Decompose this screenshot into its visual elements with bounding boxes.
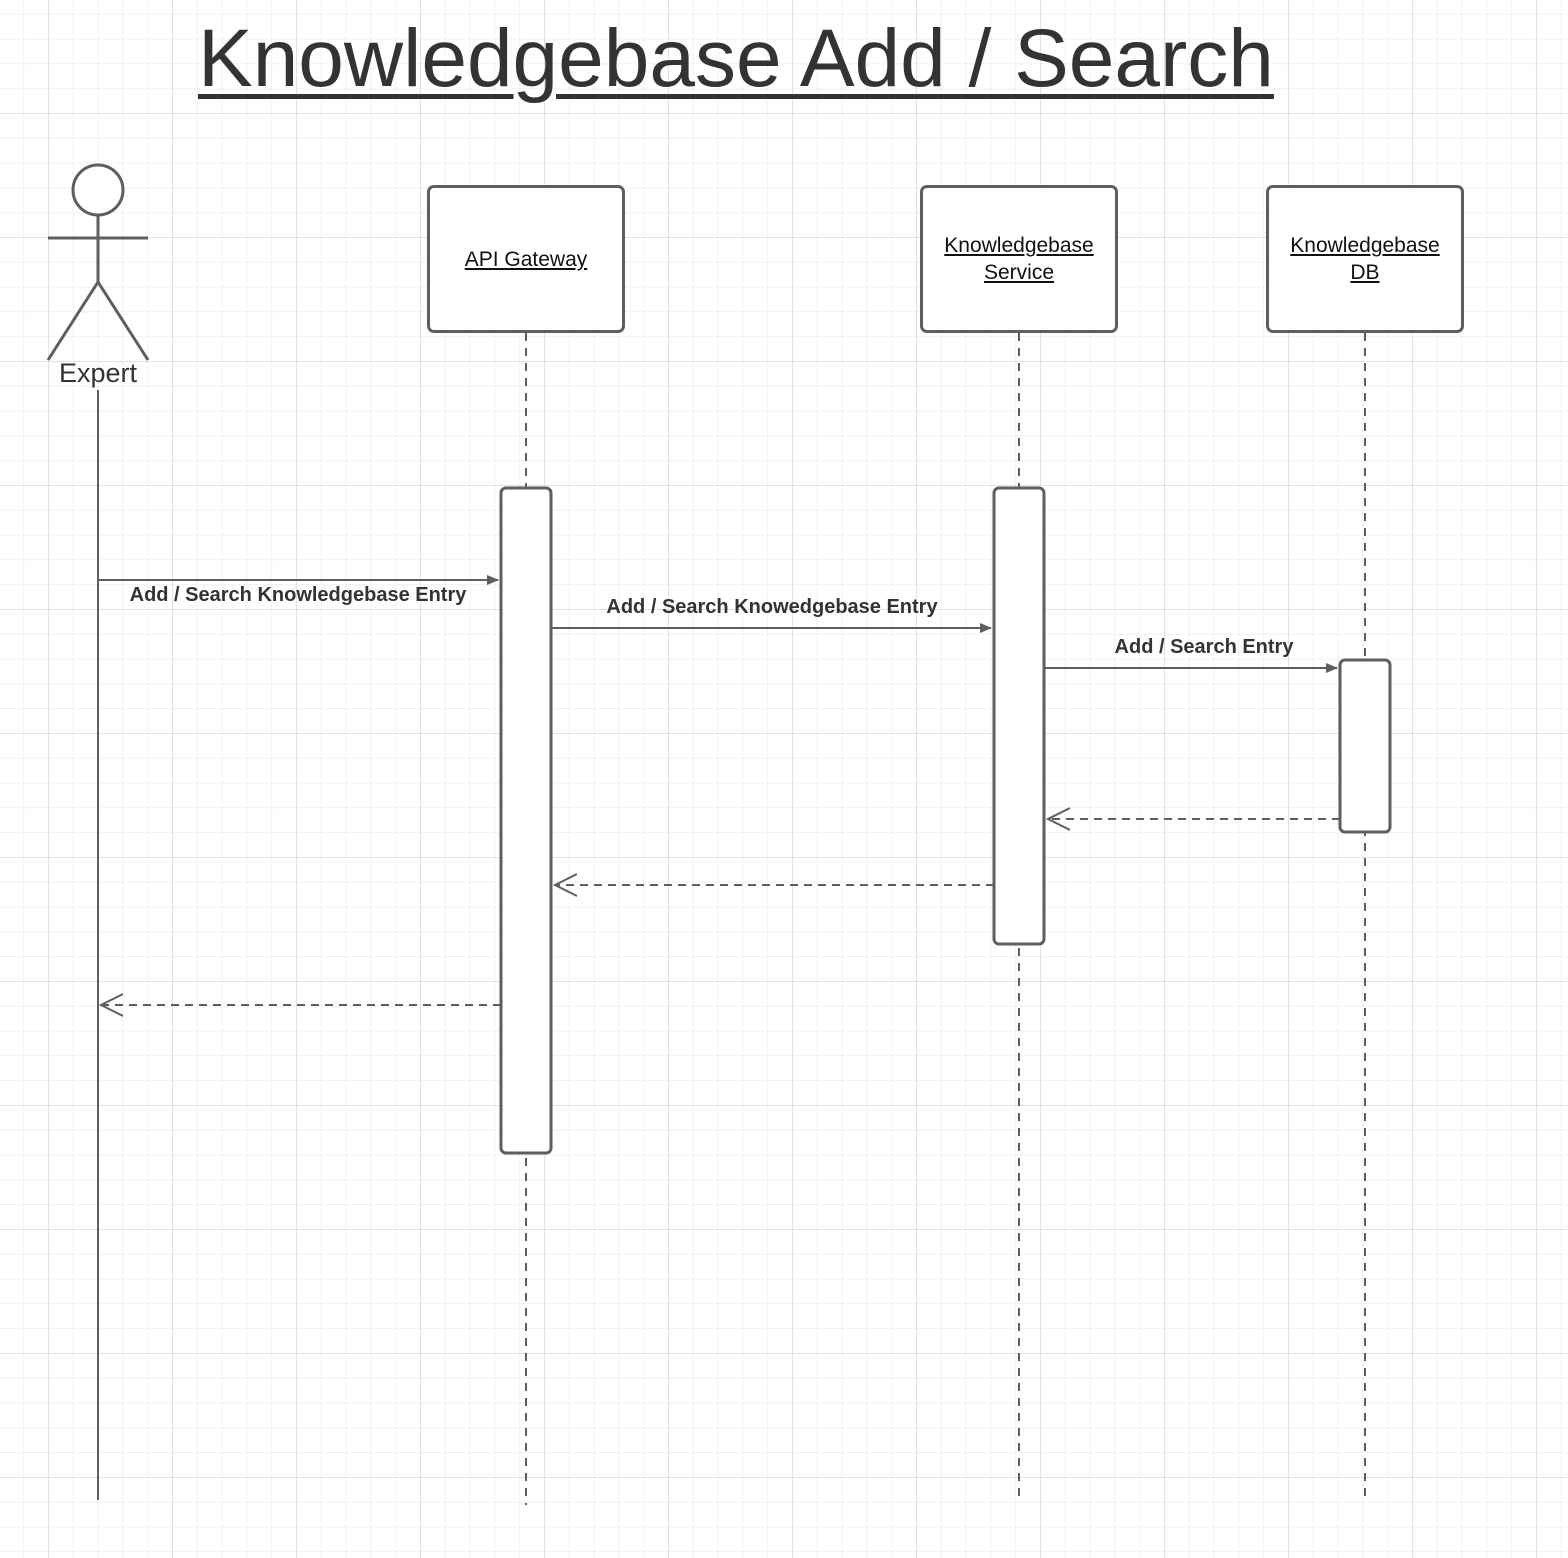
diagram-title: Knowledgebase Add / Search (198, 13, 1274, 104)
message-label-3: Add / Search Entry (1114, 636, 1294, 658)
participant-kb-service: Knowledgebase Service (920, 185, 1118, 333)
kb-service-activation (992, 486, 1046, 946)
participant-api-gateway: API Gateway (427, 185, 625, 333)
message-label-2: Add / Search Knowedgebase Entry (606, 596, 938, 618)
api-gateway-activation (499, 486, 553, 1155)
kb-db-activation (1338, 658, 1392, 834)
actor-label: Expert (58, 358, 138, 388)
participant-label: API Gateway (464, 247, 588, 271)
participant-label: Knowledgebase Service (944, 234, 1094, 284)
participant-kb-db: Knowledgebase DB (1266, 185, 1464, 333)
expert-actor-icon (46, 163, 150, 361)
message-label-1: Add / Search Knowledgebase Entry (129, 584, 467, 606)
participant-label: Knowledgebase DB (1290, 234, 1440, 284)
